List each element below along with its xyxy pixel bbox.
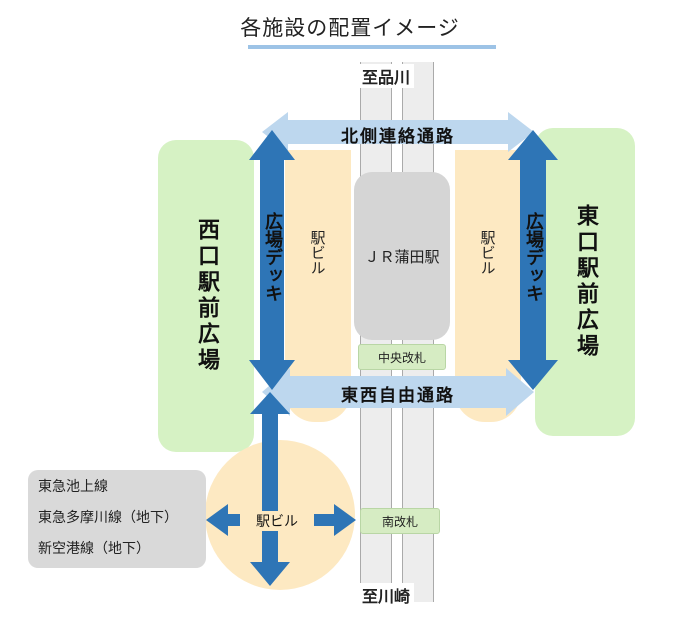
- east-plaza-deck-label: 広場デッキ: [523, 212, 544, 302]
- south-gate-label: 南改札: [381, 514, 418, 529]
- jr-kamata-station-label: ＪＲ蒲田駅: [364, 247, 440, 266]
- line-tokyu-tamagawa: 東急多摩川線（地下）: [38, 510, 178, 526]
- east-plaza: 東口駅前広場: [535, 128, 635, 436]
- diagram-title: 各施設の配置イメージ: [240, 16, 460, 40]
- north-passage-label: 北側連絡通路: [341, 127, 455, 147]
- north-passage-arrow: [262, 112, 534, 152]
- jr-kamata-station: ＪＲ蒲田駅: [354, 172, 450, 340]
- east-station-building-label: 駅ビル: [478, 229, 497, 275]
- free-passage-label: 東西自由通路: [341, 386, 455, 406]
- to-kawasaki-label: 至川崎: [358, 583, 415, 607]
- title-underline: [248, 45, 496, 49]
- free-passage-arrow: [262, 368, 534, 416]
- line-tokyu-ikegami: 東急池上線: [38, 479, 108, 495]
- south-vertical-arrow: [250, 392, 290, 586]
- west-plaza-label: 西口駅前広場: [194, 218, 219, 374]
- south-gate: 南改札: [360, 508, 440, 534]
- private-lines-box: 東急池上線 東急多摩川線（地下） 新空港線（地下）: [28, 470, 206, 568]
- east-plaza-label: 東口駅前広場: [573, 204, 598, 360]
- central-gate: 中央改札: [358, 344, 446, 370]
- south-station-building-label: 駅ビル: [240, 511, 314, 531]
- west-station-building-label: 駅ビル: [308, 229, 327, 275]
- west-plaza: 西口駅前広場: [158, 140, 254, 452]
- west-plaza-deck-label: 広場デッキ: [262, 212, 283, 302]
- west-plaza-deck-arrow: [249, 130, 295, 390]
- line-shin-kuko: 新空港線（地下）: [38, 541, 150, 557]
- central-gate-label: 中央改札: [377, 350, 426, 365]
- to-shinagawa-label: 至品川: [358, 64, 415, 88]
- east-plaza-deck-arrow: [508, 130, 558, 390]
